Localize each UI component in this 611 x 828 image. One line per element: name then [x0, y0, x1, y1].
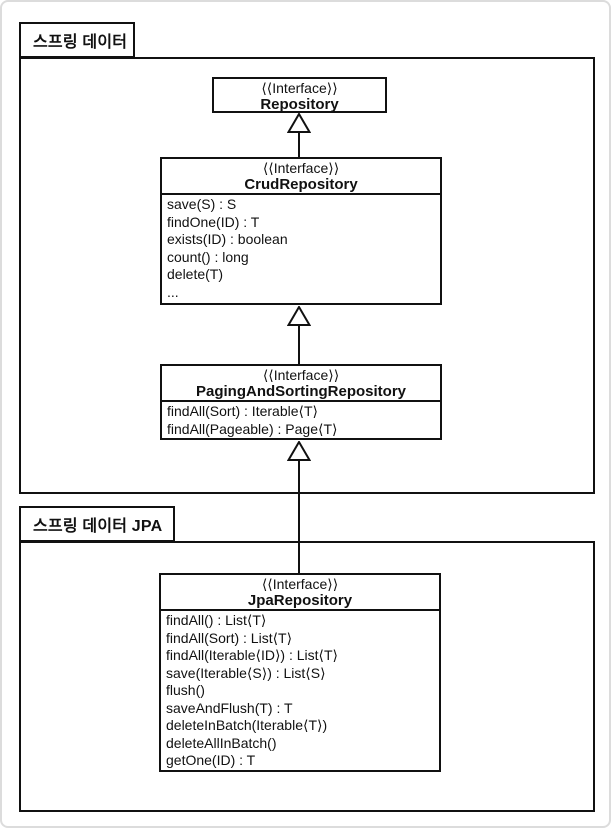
connector-line	[298, 131, 300, 158]
inheritance-triangle-icon	[286, 112, 312, 133]
class-box-repository: ⟨⟨Interface⟩⟩ Repository	[212, 77, 387, 113]
package-tab-spring-data-jpa: 스프링 데이터 JPA	[19, 506, 175, 542]
package-label: 스프링 데이터 JPA	[33, 518, 163, 535]
method-line: findAll(Iterable⟨ID⟩) : List⟨T⟩	[166, 647, 339, 663]
class-name: Repository	[260, 96, 339, 113]
stereotype-label: ⟨⟨Interface⟩⟩	[262, 160, 340, 176]
stereotype-label: ⟨⟨Interface⟩⟩	[261, 576, 339, 592]
class-name: CrudRepository	[244, 176, 358, 193]
method-line: findAll(Sort) : List⟨T⟩	[166, 629, 293, 646]
method-line: exists(ID) : boolean	[167, 231, 288, 247]
method-line: save(S) : S	[167, 196, 237, 212]
class-name: JpaRepository	[247, 592, 353, 609]
method-line: save(Iterable⟨S⟩) : List⟨S⟩	[166, 664, 326, 681]
connector-line	[298, 459, 300, 574]
stereotype-label: ⟨⟨Interface⟩⟩	[262, 367, 340, 383]
method-line: findAll(Sort) : Iterable⟨T⟩	[167, 403, 318, 419]
inheritance-triangle-icon	[286, 440, 312, 461]
method-line: deleteAllInBatch()	[166, 734, 277, 751]
method-line: deleteInBatch(Iterable⟨T⟩)	[166, 717, 328, 733]
method-line: findAll(Pageable) : Page⟨T⟩	[167, 420, 338, 437]
class-name: PagingAndSortingRepository	[196, 383, 406, 400]
method-line: findAll() : List⟨T⟩	[166, 612, 267, 628]
method-line: saveAndFlush(T) : T	[166, 699, 293, 716]
stereotype-label: ⟨⟨Interface⟩⟩	[261, 80, 338, 96]
class-header: ⟨⟨Interface⟩⟩ Repository	[214, 79, 385, 113]
connector-line	[298, 324, 300, 365]
class-box-jpa-repository: ⟨⟨Interface⟩⟩ JpaRepository findAll() : …	[159, 573, 441, 772]
method-list: findAll() : List⟨T⟩findAll(Sort) : List⟨…	[161, 609, 439, 770]
package-label: 스프링 데이터	[33, 34, 128, 51]
method-line: getOne(ID) : T	[166, 752, 256, 768]
method-line: flush()	[166, 682, 205, 698]
method-list: findAll(Sort) : Iterable⟨T⟩findAll(Pagea…	[162, 400, 440, 438]
method-line: count() : long	[167, 248, 249, 265]
class-box-crud-repository: ⟨⟨Interface⟩⟩ CrudRepository save(S) : S…	[160, 157, 442, 305]
class-header: ⟨⟨Interface⟩⟩ JpaRepository	[161, 575, 439, 609]
method-line: ...	[167, 283, 179, 300]
method-line: delete(T)	[167, 266, 224, 282]
class-header: ⟨⟨Interface⟩⟩ CrudRepository	[162, 159, 440, 193]
package-tab-spring-data: 스프링 데이터	[19, 22, 135, 58]
inheritance-triangle-icon	[286, 305, 312, 326]
method-line: findOne(ID) : T	[167, 213, 260, 230]
class-box-paging-and-sorting-repository: ⟨⟨Interface⟩⟩ PagingAndSortingRepository…	[160, 364, 442, 440]
class-header: ⟨⟨Interface⟩⟩ PagingAndSortingRepository	[162, 366, 440, 400]
